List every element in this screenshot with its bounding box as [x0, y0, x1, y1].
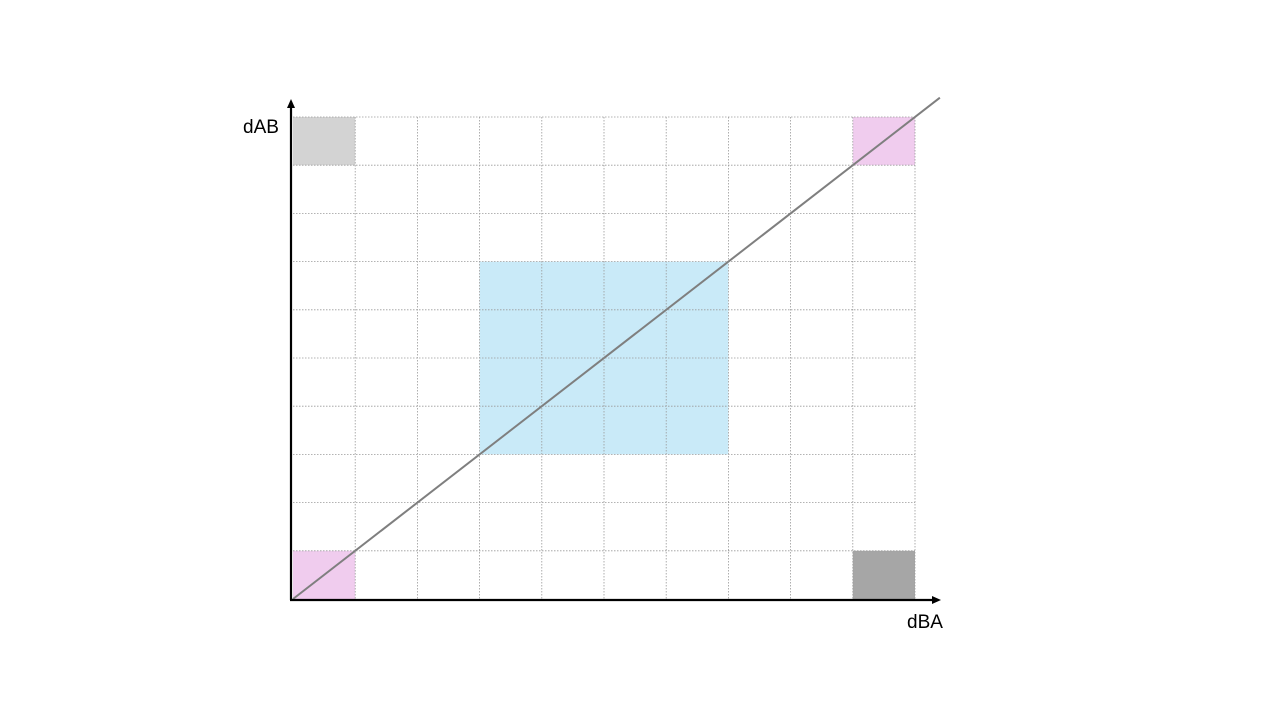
axes: [287, 99, 941, 604]
x-axis-label: dBA: [907, 612, 943, 633]
diagonal-line-group: [292, 96, 941, 600]
bottom-right-cell-region: [852, 550, 915, 599]
diagonal-line: [292, 96, 941, 600]
y-axis-arrowhead: [287, 99, 295, 108]
x-axis-arrowhead: [932, 596, 941, 604]
top-left-cell-region: [293, 117, 356, 166]
y-axis-label: dAB: [243, 117, 279, 138]
